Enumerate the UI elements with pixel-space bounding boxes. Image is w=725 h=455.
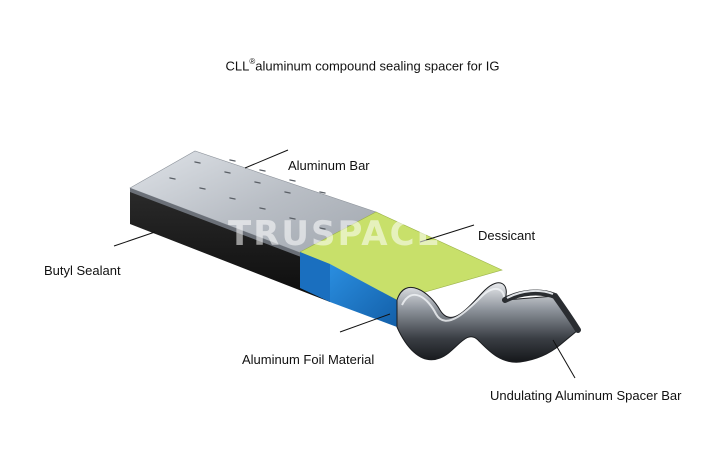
undulating-spacer-bar-highlight [401, 287, 506, 322]
aluminum-foil-edge [300, 252, 330, 302]
diagram-title: CLL®aluminum compound sealing spacer for… [0, 57, 725, 74]
aluminum-bar-rim [130, 188, 330, 268]
leader-aluminum-bar [244, 149, 289, 169]
aluminum-bar-slots [169, 159, 326, 230]
label-butyl-sealant: Butyl Sealant [44, 263, 121, 278]
title-prefix: CLL [225, 58, 250, 74]
leader-lines [113, 149, 576, 379]
watermark-logo: TRUSPACE [228, 214, 442, 254]
leader-undulating-bar [552, 339, 576, 379]
title-registered-mark: ® [249, 57, 256, 66]
leader-butyl-sealant [113, 231, 156, 247]
label-aluminum-bar: Aluminum Bar [288, 158, 370, 173]
butyl-sealant-front [130, 188, 330, 302]
leader-dessicant [419, 224, 475, 243]
title-suffix: aluminum compound sealing spacer for IG [255, 58, 500, 74]
label-dessicant: Dessicant [478, 228, 536, 243]
leader-aluminum-foil [339, 313, 391, 333]
label-undulating-bar: Undulating Aluminum Spacer Bar [490, 388, 682, 403]
aluminum-foil-face [330, 264, 397, 327]
undulating-spacer-bar-curl-highlight [506, 289, 554, 299]
undulating-spacer-bar-curl [502, 289, 581, 333]
label-aluminum-foil: Aluminum Foil Material [242, 352, 375, 367]
